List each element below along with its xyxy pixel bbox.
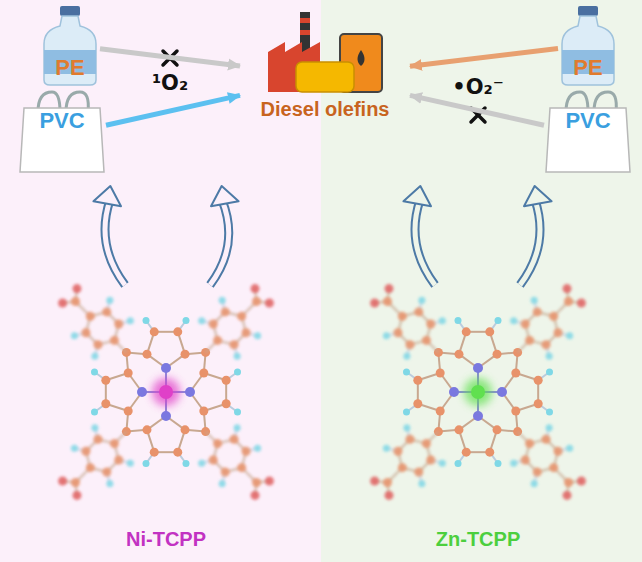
bag-icon [546,92,630,172]
species-label: ¹O₂ [152,72,188,95]
bottle-icon [44,6,96,85]
left-panel [0,0,321,562]
reaction-arrow [106,95,240,125]
reaction-arrow [100,49,240,66]
node-label: PVC [565,109,610,133]
node-label: Diesel olefins [261,98,390,120]
molecule-node: Zn-TCPP [342,258,614,556]
factory-icon [268,12,382,92]
porphyrin-molecules [58,284,586,500]
bag-icon [20,92,104,172]
node-label: Zn-TCPP [436,528,520,550]
hollow-arrows [93,184,551,285]
bag-node: PVC [18,95,106,175]
reaction-arrow [410,95,544,125]
factory-node: Diesel olefins [240,28,410,125]
node-label: PE [55,56,84,80]
molecule-node: Ni-TCPP [30,258,302,556]
species-label: •O₂⁻ [452,76,504,99]
node-label: PE [573,56,602,80]
right-panel [321,0,642,562]
bottle-node: PE [40,5,100,85]
bag-node: PVC [544,95,632,175]
bottle-icon [562,6,614,85]
node-label: Ni-TCPP [126,528,206,550]
reaction-arrow [410,49,558,67]
node-label: PVC [39,109,84,133]
bottle-node: PE [558,5,618,85]
